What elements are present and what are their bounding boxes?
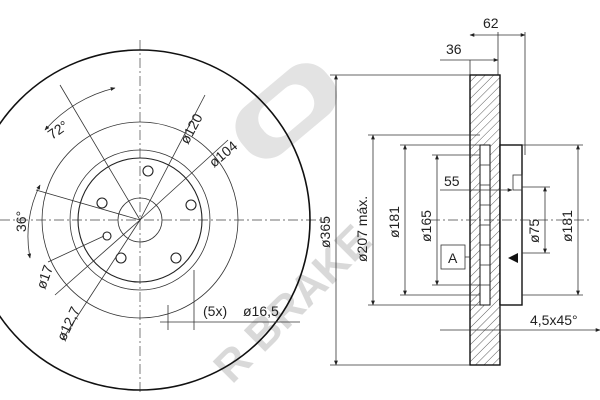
dia-104-label: ø104	[206, 137, 241, 170]
angle-72-label: 72°	[45, 117, 72, 142]
bolt-hole	[185, 199, 197, 211]
watermark-logo	[235, 63, 338, 159]
hat-outer-edge	[69, 149, 211, 291]
bolt-hole	[96, 197, 108, 209]
vent-slots	[479, 144, 491, 306]
dia-16-5-label: ø16,5	[243, 303, 279, 319]
hat-section	[499, 144, 523, 306]
dia-181-left-label: ø181	[386, 206, 402, 238]
pcd-120-label: ø120	[177, 111, 206, 147]
reference-a-label: A	[448, 250, 458, 266]
chamfer-label: 4,5x45°	[530, 312, 578, 328]
locating-hole	[102, 231, 112, 241]
bolt-holes	[96, 165, 197, 264]
dia-165-label: ø165	[418, 210, 434, 242]
bolt-hole	[142, 165, 154, 177]
angle-arc-72	[44, 87, 116, 131]
dia-75-label: ø75	[526, 219, 542, 243]
friction-ring-inner-edge	[41, 121, 239, 319]
dia-207-label: ø207 máx.	[354, 196, 370, 262]
side-view: 62 36	[317, 15, 600, 366]
dia-365-label: ø365	[317, 216, 333, 248]
bolt-hole	[170, 252, 182, 264]
dim-62-label: 62	[483, 15, 499, 31]
dia-17-label: ø17	[33, 263, 56, 291]
flange-detail	[512, 174, 523, 191]
angle-arc-36	[27, 184, 41, 259]
holes-count-label: (5x)	[203, 303, 227, 319]
hat-step-edge	[77, 157, 203, 283]
bolt-hole	[115, 252, 127, 264]
reference-a-arrow	[508, 253, 518, 263]
dia-181-right-label: ø181	[559, 210, 575, 242]
dim-36-label: 36	[446, 41, 462, 57]
disc-outer-edge	[0, 49, 311, 391]
centering-bore	[117, 197, 163, 243]
dim-55-label: 55	[444, 173, 460, 189]
dia-12-7-label: ø12,7	[53, 304, 83, 343]
angle-36-label: 36°	[13, 211, 29, 232]
